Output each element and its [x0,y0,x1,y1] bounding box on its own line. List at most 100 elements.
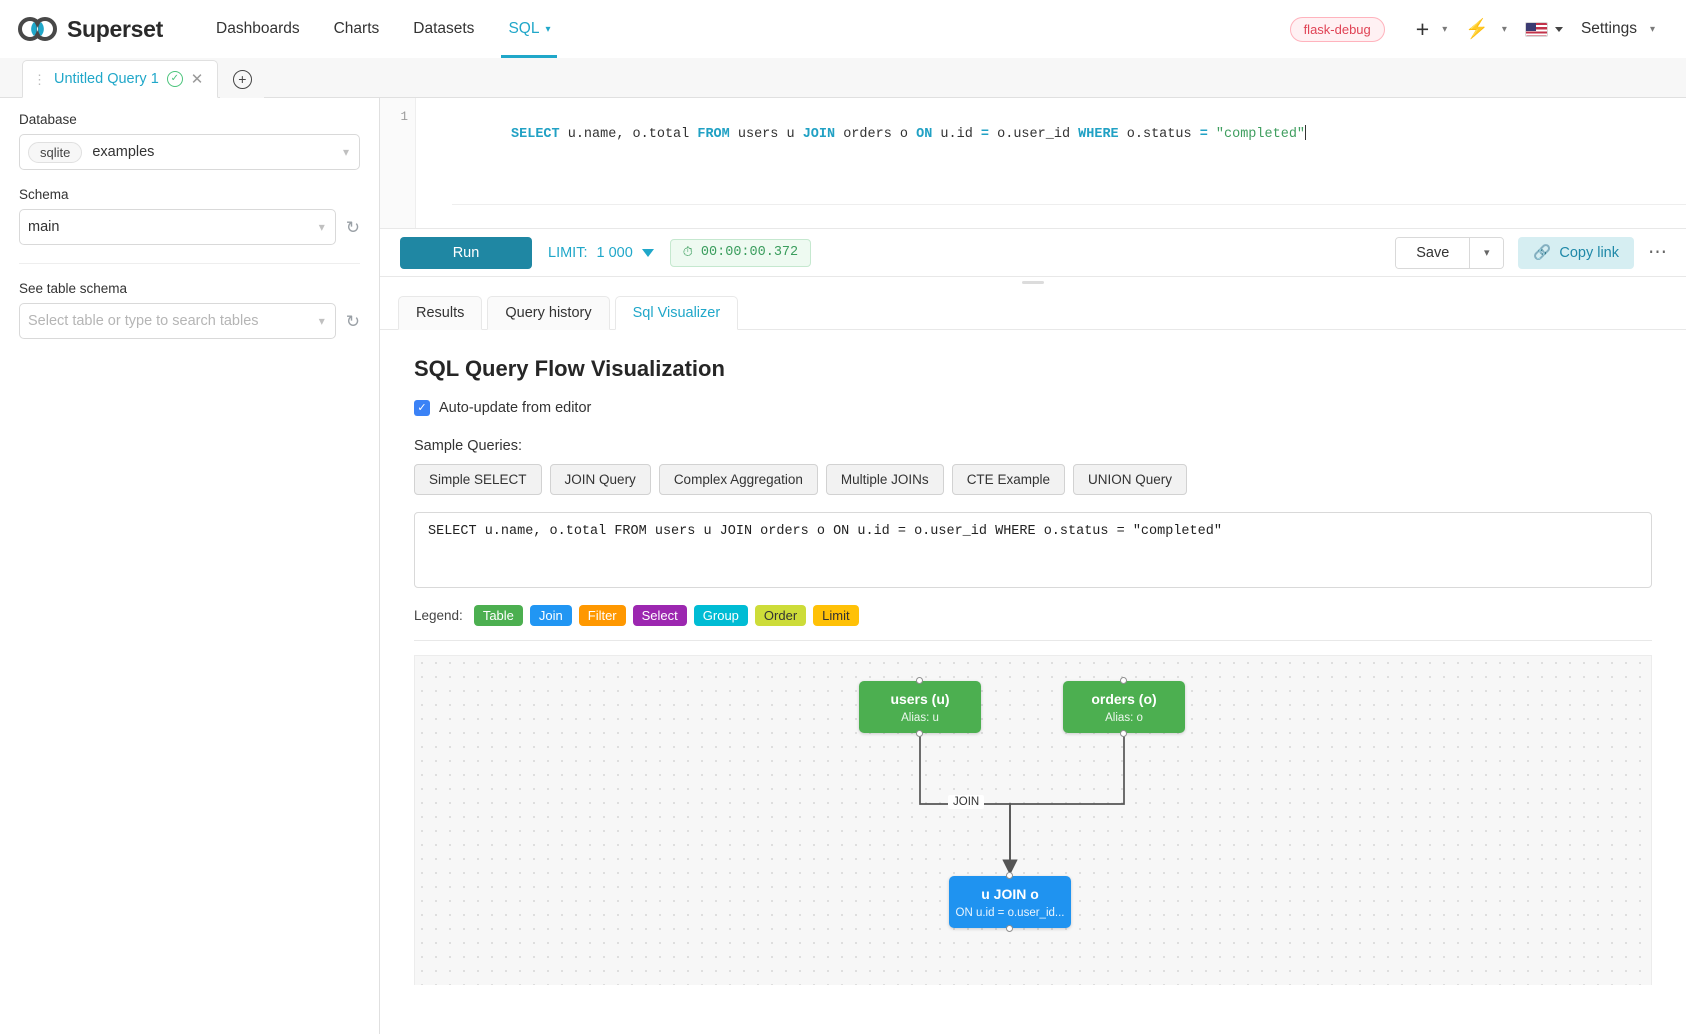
run-button[interactable]: Run [400,236,532,269]
main-panel: 1 SELECT u.name, o.total FROM users u JO… [380,98,1686,1034]
sample-query-button-0[interactable]: Simple SELECT [414,464,542,495]
link-icon: 🔗 [1533,245,1552,261]
node-port-top[interactable] [1006,872,1013,879]
legend-chip-join: Join [529,605,572,626]
sample-query-button-4[interactable]: CTE Example [951,464,1065,495]
editor-sql-text: SELECT u.name, o.total FROM users u JOIN… [511,127,1306,142]
drag-handle-icon[interactable]: ⋮ [33,71,46,87]
sql-input-textarea[interactable] [414,512,1652,588]
limit-value: 1 000 [596,244,633,261]
toolbar-right-group: Save ▾ 🔗 Copy link ⋯ [1395,236,1668,269]
limit-dropdown[interactable]: LIMIT: 1 000 [548,245,654,261]
body-split: Database sqlite examples ▾ Schema main ▾… [0,98,1686,1034]
chevron-down-icon: ▾ [545,23,551,35]
node-port-bottom[interactable] [1120,730,1127,737]
save-button-group: Save ▾ [1395,236,1505,269]
node-port-top[interactable] [916,677,923,684]
query-flow-canvas[interactable]: users (u)Alias: u orders (o)Alias: o u JOI… [414,655,1652,985]
nav-item-datasets[interactable]: Datasets [396,0,491,58]
bolt-icon: ⚡ [1465,18,1489,40]
tab-query-history[interactable]: Query history [487,296,610,330]
nav-item-dashboards[interactable]: Dashboards [199,0,317,58]
database-field-group: Database sqlite examples ▾ [19,112,360,170]
nav-item-charts[interactable]: Charts [317,0,397,58]
resize-grip-icon [1022,280,1044,284]
table-select-placeholder: Select table or type to search tables [28,313,259,329]
chevron-down-icon: ▾ [1442,23,1448,35]
schema-select[interactable]: main ▾ [19,209,336,245]
schema-value: main [28,219,60,235]
sample-queries-label: Sample Queries: [414,438,522,454]
visualizer-content: SQL Query Flow Visualization ✓ Auto-upda… [380,330,1686,985]
sample-query-button-1[interactable]: JOIN Query [549,464,651,495]
panel-resize-handle[interactable] [380,277,1686,287]
node-port-top[interactable] [1120,677,1127,684]
schema-field-group: Schema main ▾ ↻ [19,187,360,245]
database-select[interactable]: sqlite examples ▾ [19,134,360,170]
database-value: examples [92,144,155,160]
sample-query-button-2[interactable]: Complex Aggregation [658,464,818,495]
nav-label-datasets: Datasets [413,20,475,37]
chevron-down-icon: ▾ [342,145,349,159]
legend-chip-order: Order [754,605,807,626]
query-tab-untitled-query-1[interactable]: ⋮ Untitled Query 1 ✓ ✕ [22,60,219,98]
graph-edge-orders-join [1002,733,1125,875]
top-navigation-bar: Superset Dashboards Charts Datasets SQL … [0,0,1686,58]
sample-query-button-3[interactable]: Multiple JOINs [825,464,944,495]
add-query-tab-button[interactable]: + [220,60,265,98]
sql-editor[interactable]: 1 SELECT u.name, o.total FROM users u JO… [380,98,1686,228]
language-selector[interactable] [1516,21,1572,37]
copy-link-button[interactable]: 🔗 Copy link [1518,236,1634,269]
refresh-tables-icon[interactable]: ↻ [345,311,360,331]
us-flag-icon [1524,21,1548,37]
check-circle-icon: ✓ [166,71,183,87]
auto-update-checkbox[interactable]: ✓ [414,400,430,416]
legend-chip-table: Table [473,605,523,626]
chevron-down-icon: ▾ [318,220,325,234]
brand-logo[interactable]: Superset [18,16,163,43]
text-cursor [1305,125,1307,140]
database-engine-badge: sqlite [28,141,83,163]
settings-label: Settings [1580,20,1637,37]
nav-item-sql[interactable]: SQL ▾ [491,0,567,58]
top-nav-right: flask-debug + ▾ ⚡ ▾ Settings ▾ [1289,15,1664,42]
tab-results[interactable]: Results [398,296,483,330]
query-tab-label: Untitled Query 1 [54,71,159,87]
graph-node-users[interactable]: users (u)Alias: u [859,677,981,737]
save-button[interactable]: Save [1396,237,1470,268]
chevron-down-icon: ▾ [1484,247,1490,259]
see-table-schema-label: See table schema [19,281,128,296]
chevron-down-icon: ▾ [318,314,325,328]
settings-menu-button[interactable]: Settings ▾ [1572,20,1664,38]
query-tab-strip: ⋮ Untitled Query 1 ✓ ✕ + [0,58,1686,98]
more-options-button[interactable]: ⋯ [1648,242,1668,263]
clock-icon: ⏱ [682,245,693,260]
legend-chip-filter: Filter [578,605,626,626]
plus-icon: + [1415,15,1430,42]
tab-sql-visualizer[interactable]: Sql Visualizer [614,296,739,330]
editor-code-area[interactable]: SELECT u.name, o.total FROM users u JOIN… [416,98,1686,228]
legend-chip-group: Group [693,605,748,626]
table-select[interactable]: Select table or type to search tables ▾ [19,303,336,339]
close-icon[interactable]: ✕ [190,70,204,88]
node-port-bottom[interactable] [1006,925,1013,932]
nav-label-charts: Charts [333,20,380,37]
sample-query-button-5[interactable]: UNION Query [1072,464,1187,495]
refresh-schemas-icon[interactable]: ↻ [345,217,360,237]
new-menu-button[interactable]: + ▾ [1407,15,1456,42]
database-label: Database [19,112,77,127]
nav-label-sql: SQL [508,20,540,37]
quick-actions-button[interactable]: ⚡ ▾ [1456,20,1516,39]
graph-node-orders[interactable]: orders (o)Alias: o [1063,677,1185,737]
node-port-bottom[interactable] [916,730,923,737]
query-timer: ⏱ 00:00:00.372 [669,238,812,267]
legend-chip-select: Select [632,605,687,626]
result-tabs: Results Query history Sql Visualizer [380,287,1686,330]
save-dropdown-button[interactable]: ▾ [1469,237,1504,268]
graph-node-title: users (u) [890,690,950,707]
graph-node-title: u JOIN o [981,885,1039,902]
plus-circle-icon: + [232,69,252,89]
table-field-group: See table schema Select table or type to… [19,281,360,339]
